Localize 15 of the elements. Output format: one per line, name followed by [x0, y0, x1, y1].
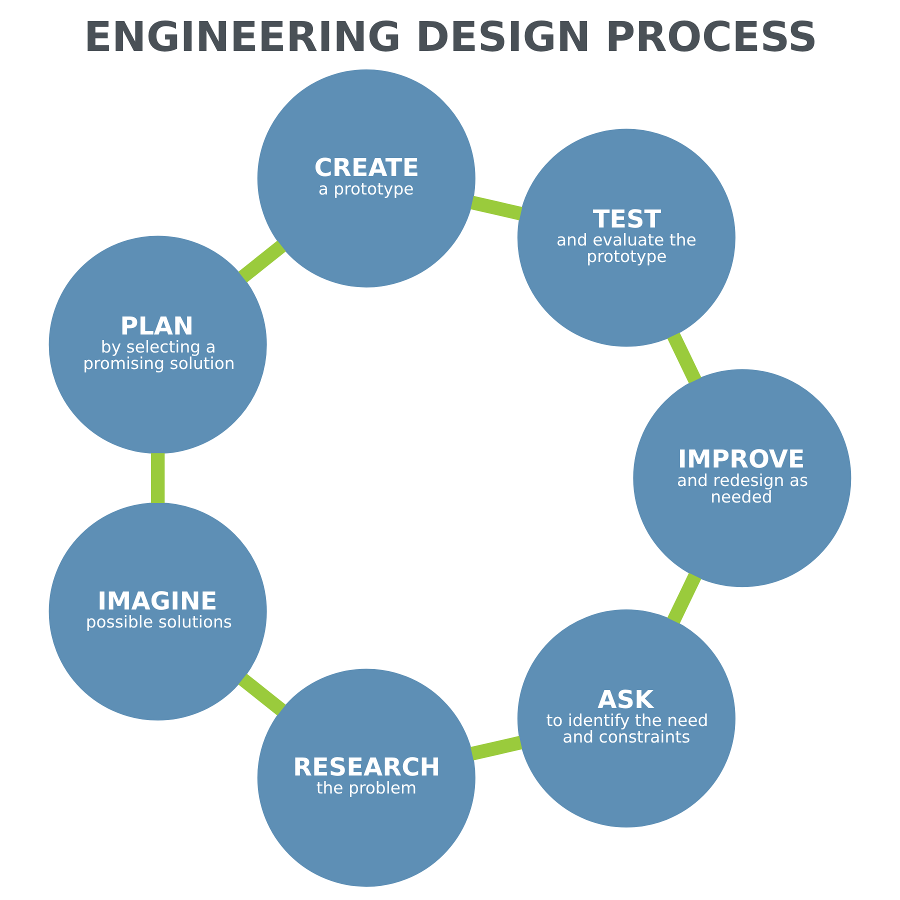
node-circle: PLAN by selecting a promising solution [48, 236, 267, 454]
diagram-title: ENGINEERING DESIGN PROCESS [84, 12, 818, 61]
connector [667, 332, 702, 384]
connector [238, 674, 286, 716]
node-circle: CREATE a prototype [257, 69, 476, 288]
node-circle: ASK to identify the need and constraints [517, 609, 736, 828]
connector [667, 572, 702, 624]
connector [238, 240, 286, 282]
node-circle: IMPROVE and redesign as needed [633, 369, 852, 588]
connector [470, 196, 522, 220]
node-circle: IMAGINE possible solutions [48, 502, 267, 720]
connector [150, 453, 165, 503]
node-circle: RESEARCH the problem [257, 668, 476, 887]
node-circle: TEST and evaluate the prototype [517, 128, 736, 347]
connector [470, 736, 522, 760]
